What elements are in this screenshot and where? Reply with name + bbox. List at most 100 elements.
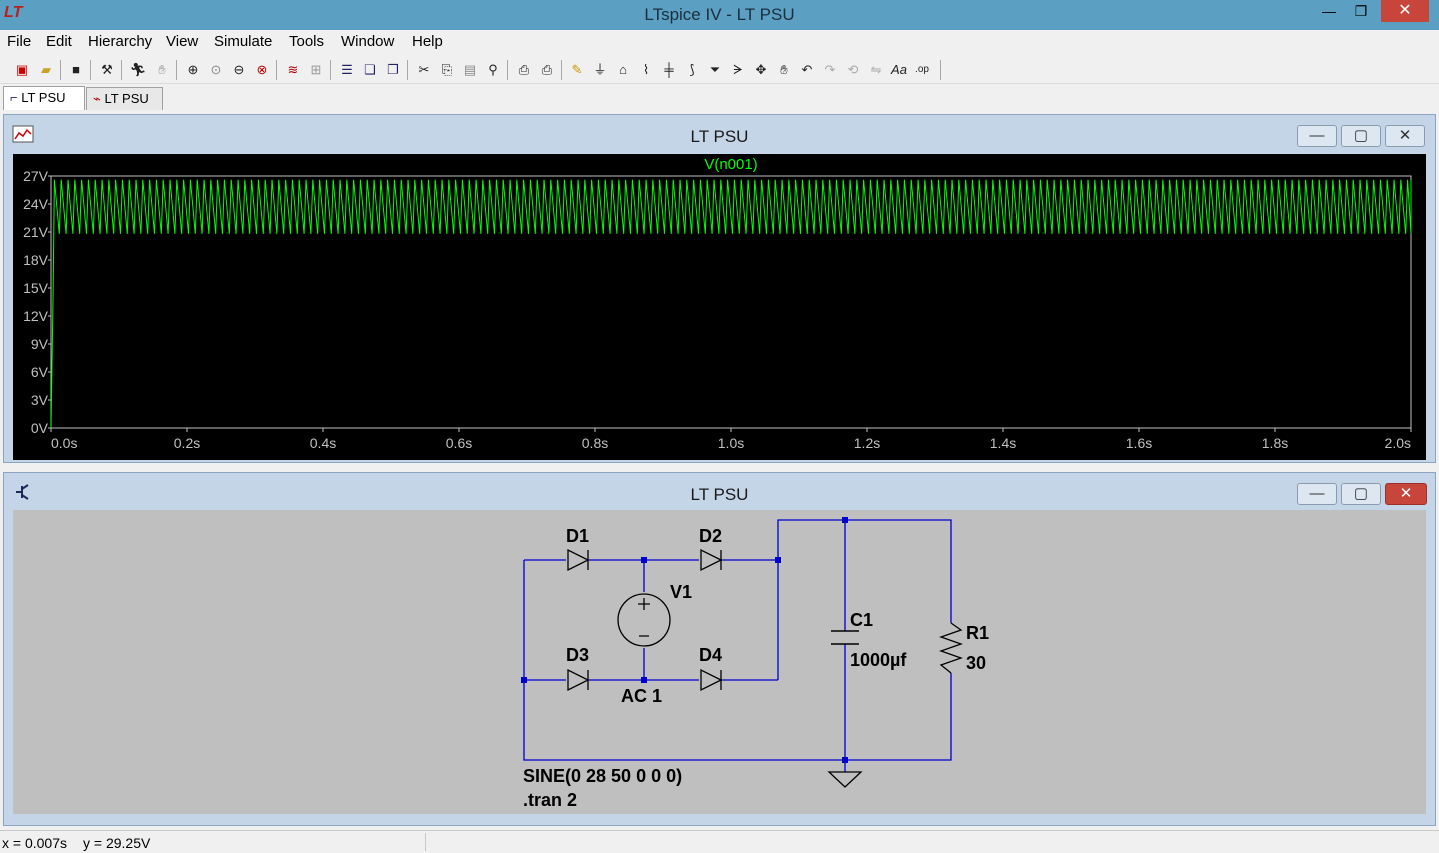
spice-directive-icon[interactable]: .op	[915, 64, 929, 75]
y-tick-label: 27V	[23, 168, 49, 184]
cut-icon[interactable]: ✂	[418, 62, 430, 77]
print-icon[interactable]: ⎙	[541, 62, 553, 77]
trace-v-n001[interactable]	[50, 179, 1412, 429]
copy-icon[interactable]: ⎘	[441, 62, 453, 77]
menu-edit[interactable]: Edit	[46, 33, 72, 50]
text-icon[interactable]: Aa	[891, 62, 907, 77]
component-icon[interactable]: ᗒ	[733, 62, 743, 77]
ground-icon[interactable]: ⏚	[593, 62, 607, 77]
menu-hierarchy[interactable]: Hierarchy	[88, 33, 153, 50]
resistor-icon[interactable]: ⌇	[642, 62, 650, 77]
menu-simulate[interactable]: Simulate	[214, 33, 273, 50]
menu-tools[interactable]: Tools	[289, 33, 325, 50]
junction-dot	[641, 677, 647, 683]
capacitor-icon[interactable]: ╪	[664, 62, 674, 77]
restore-button[interactable]: ❐	[1354, 3, 1368, 19]
wire-icon[interactable]: ✎	[571, 62, 583, 77]
redo-icon[interactable]: ↷	[824, 62, 836, 77]
diode-d2[interactable]	[700, 548, 723, 572]
pan-icon[interactable]: ⊙	[210, 62, 222, 77]
tab-schematic[interactable]: ⌐ LT PSU	[3, 86, 85, 110]
diode-d4[interactable]	[700, 668, 723, 692]
label-v1-value[interactable]: AC 1	[621, 686, 662, 706]
waveform-window-titlebar: LT PSU — ▢ ✕	[4, 115, 1435, 151]
waveform-restore-button[interactable]: ▢	[1341, 125, 1381, 147]
undo-icon[interactable]: ↶	[801, 62, 813, 77]
title-bar: LT LTspice IV - LT PSU — ❐ ✕	[0, 0, 1439, 30]
waveform-minimize-button[interactable]: —	[1297, 125, 1337, 147]
status-bar: x = 0.007s y = 29.25V	[0, 830, 1439, 853]
new-schematic-icon[interactable]: ▣	[15, 62, 29, 77]
waveform-window-title: LT PSU	[690, 127, 749, 146]
trace-name-label[interactable]: V(n001)	[704, 156, 757, 173]
open-icon[interactable]: ▰	[41, 62, 51, 77]
schematic-minimize-button[interactable]: —	[1297, 483, 1337, 505]
schematic-window-titlebar: LT PSU — ▢ ✕	[4, 473, 1435, 509]
label-r1-value[interactable]: 30	[966, 653, 986, 673]
schematic-window-title: LT PSU	[690, 485, 749, 504]
run-icon[interactable]: 🏃︎	[129, 62, 147, 77]
minimize-button[interactable]: —	[1322, 3, 1336, 19]
zoom-out-icon[interactable]: ⊖	[233, 62, 245, 77]
paste-icon[interactable]: ▤	[463, 62, 477, 77]
label-d3[interactable]: D3	[566, 645, 589, 665]
x-tick-label: 0.4s	[310, 435, 336, 451]
diode-d1[interactable]	[567, 548, 590, 572]
menu-window[interactable]: Window	[341, 33, 395, 50]
y-tick-label: 9V	[31, 336, 49, 352]
label-v1[interactable]: V1	[670, 582, 692, 602]
diode-icon[interactable]: ⏷	[709, 62, 721, 77]
tran-directive[interactable]: .tran 2	[523, 790, 577, 810]
menu-view[interactable]: View	[166, 33, 199, 50]
label-d1[interactable]: D1	[566, 526, 589, 546]
label-c1-value[interactable]: 1000µf	[850, 650, 907, 670]
menu-file[interactable]: File	[7, 33, 32, 50]
ground-symbol[interactable]	[827, 771, 863, 788]
ltspice-logo-icon: LT	[4, 4, 23, 21]
label-r1[interactable]: R1	[966, 623, 989, 643]
halt-icon[interactable]: ✋︎	[158, 62, 166, 77]
tile-horizontal-icon[interactable]: ☰	[341, 62, 353, 77]
waveform-close-button[interactable]: ✕	[1385, 125, 1425, 147]
autorange-icon[interactable]: ≋	[287, 62, 299, 77]
find-icon[interactable]: ⚲	[488, 62, 498, 77]
move-icon[interactable]: ✥	[755, 62, 767, 77]
menu-help[interactable]: Help	[412, 33, 443, 50]
tile-vertical-icon[interactable]: ❐	[387, 62, 399, 77]
y-tick-label: 6V	[31, 364, 49, 380]
inductor-icon[interactable]: ⟆	[689, 62, 695, 77]
y-tick-label: 12V	[23, 308, 49, 324]
diode-d3[interactable]	[567, 668, 590, 692]
source-directive[interactable]: SINE(0 28 50 0 0 0)	[523, 766, 682, 786]
capacitor-c1[interactable]	[831, 630, 859, 645]
zoom-fit-icon[interactable]: ⊗	[256, 62, 268, 77]
label-c1[interactable]: C1	[850, 610, 873, 630]
grid-icon[interactable]: ⊞	[310, 62, 322, 77]
schematic-restore-button[interactable]: ▢	[1341, 483, 1381, 505]
drag-icon[interactable]: ✋︎	[780, 62, 788, 77]
zoom-in-icon[interactable]: ⊕	[187, 62, 199, 77]
voltage-source-v1[interactable]	[617, 593, 671, 647]
wire-output[interactable]	[777, 519, 952, 761]
x-tick-label: 1.8s	[1262, 435, 1288, 451]
print-setup-icon[interactable]: ⎙	[518, 62, 530, 77]
schematic-close-button[interactable]: ✕	[1385, 483, 1427, 505]
save-icon[interactable]: ■	[72, 62, 80, 77]
tab-waveform[interactable]: ⌁ LT PSU	[86, 87, 163, 110]
rotate-icon[interactable]: ⟲	[847, 62, 859, 77]
waveform-icon: ⌁	[93, 91, 101, 106]
schematic-canvas[interactable]: D1 D2 D3 D4 V1 AC 1 C1 1000µf R1 30 SINE…	[13, 510, 1426, 814]
close-button[interactable]: ✕	[1381, 0, 1429, 22]
label-d2[interactable]: D2	[699, 526, 722, 546]
label-d4[interactable]: D4	[699, 645, 722, 665]
mirror-icon[interactable]: ⇋	[870, 62, 882, 77]
label-net-icon[interactable]: ⌂	[619, 62, 627, 77]
wire-bottom-left[interactable]	[523, 560, 845, 761]
cascade-icon[interactable]: ❏	[364, 62, 376, 77]
control-panel-icon[interactable]: ⚒	[101, 62, 113, 77]
schematic-svg[interactable]: D1 D2 D3 D4 V1 AC 1 C1 1000µf R1 30 SINE…	[13, 510, 1426, 814]
resistor-r1[interactable]	[939, 622, 963, 674]
